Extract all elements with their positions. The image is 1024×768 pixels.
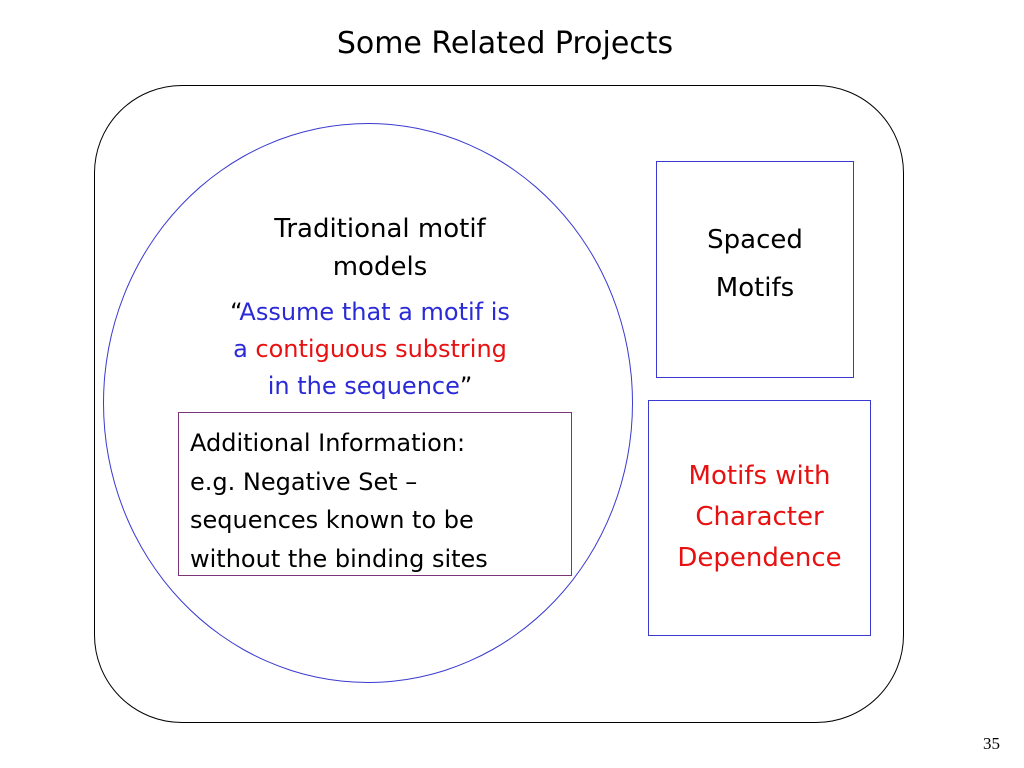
character-dependence-line-3: Dependence [677,543,842,573]
quote-text-line-3: in the sequence [267,372,460,400]
quote-line-1: “Assume that a motif is [180,294,560,331]
character-dependence-line-2: Character [695,502,824,532]
spaced-motifs-label: Spaced Motifs [657,216,853,312]
quote-text-line-1: Assume that a motif is [239,298,510,326]
info-line-1: Additional Information: [190,429,466,457]
character-dependence-label: Motifs with Character Dependence [649,456,870,579]
additional-information-box: Additional Information: e.g. Negative Se… [178,412,572,576]
quote-line-2: a contiguous substring [180,331,560,368]
slide-title: Some Related Projects [336,26,674,61]
quote-line-3: in the sequence” [180,368,560,405]
info-line-4: without the binding sites [190,544,488,573]
traditional-heading-line-1: Traditional motif [274,214,486,244]
traditional-models-heading: Traditional motif models [210,210,550,286]
quote-highlight: contiguous substring [255,335,507,363]
traditional-models-circle [103,123,633,683]
quote-open-mark: “ [230,298,240,326]
info-line-3: sequences known to be [190,506,474,534]
character-dependence-line-1: Motifs with [688,461,831,491]
quote-text-line-2-prefix: a [233,335,256,363]
info-line-2: e.g. Negative Set – [190,467,418,496]
character-dependence-box: Motifs with Character Dependence [648,400,871,636]
outer-rounded-frame [94,85,904,723]
spaced-motifs-line-1: Spaced [707,225,803,255]
page-number: 35 [983,734,1000,753]
spaced-motifs-line-2: Motifs [715,273,795,303]
assumption-quote: “Assume that a motif is a contiguous sub… [180,294,560,405]
spaced-motifs-box: Spaced Motifs [656,161,854,378]
quote-close-mark: ” [459,372,473,400]
traditional-heading-line-2: models [332,252,428,282]
